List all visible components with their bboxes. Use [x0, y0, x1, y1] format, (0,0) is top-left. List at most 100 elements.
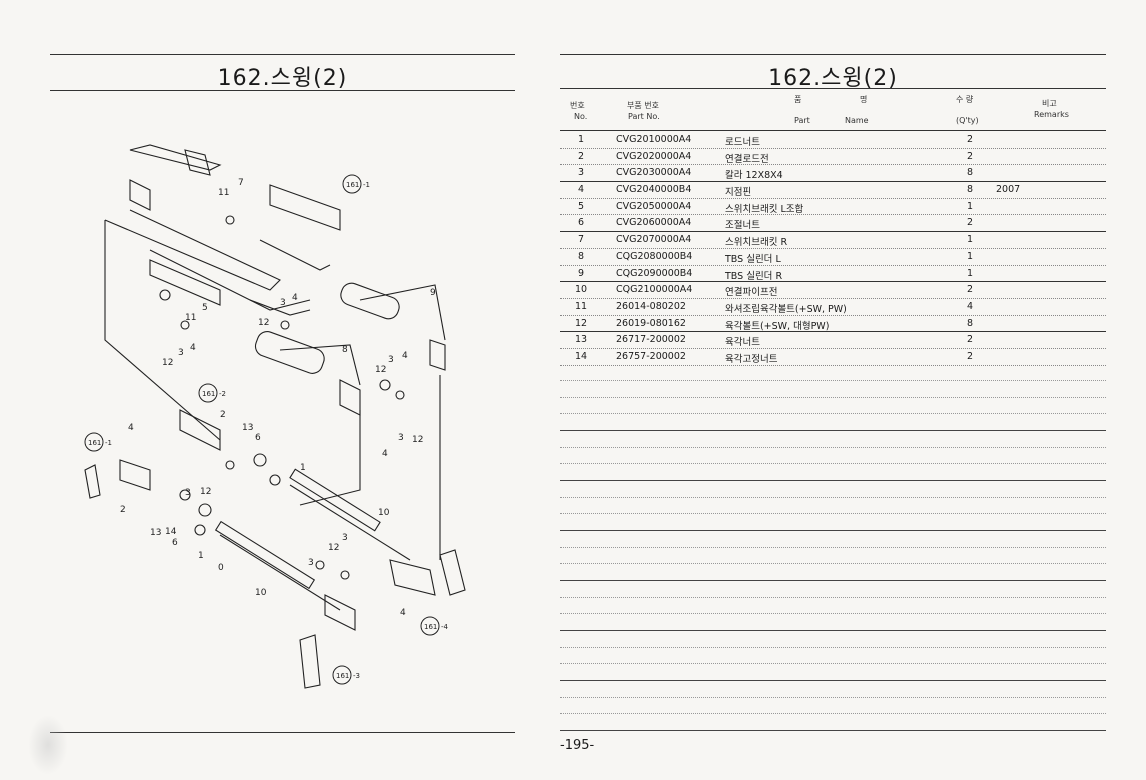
- svg-text:13: 13: [150, 528, 161, 538]
- cell-part-number: CVG2010000A4: [616, 134, 692, 145]
- cell-part-number: CQG2100000A4: [616, 284, 693, 296]
- row-divider: [560, 297, 1106, 299]
- row-divider: [560, 147, 1106, 149]
- bottom-rule: [50, 732, 515, 733]
- page-smudge: [28, 715, 68, 775]
- row-divider: [560, 164, 1106, 166]
- cell-part-name: 지점핀: [725, 187, 752, 199]
- header-name-kr-1: 품: [794, 95, 802, 104]
- svg-text:5: 5: [202, 303, 208, 313]
- svg-text:0: 0: [218, 563, 224, 573]
- cell-part-name: 와셔조립육각볼트(+SW, PW): [725, 303, 847, 315]
- svg-text:-4: -4: [441, 623, 449, 631]
- right-page: 162.스윙(2) 번호 No. 부품 번호 Part No. 품 명 Part…: [560, 0, 1146, 780]
- top-rule: [50, 54, 515, 55]
- svg-text:14: 14: [165, 527, 177, 537]
- callout-161-1-left: 161: [88, 439, 101, 447]
- callout-161-4: 161: [424, 623, 437, 631]
- cell-quantity: 8: [966, 167, 974, 179]
- cell-no: 9: [577, 267, 585, 279]
- cell-no: 7: [577, 234, 585, 246]
- cell-part-name: 육각고정너트: [725, 353, 778, 365]
- svg-text:2: 2: [220, 410, 226, 420]
- svg-text:-2: -2: [219, 390, 226, 398]
- svg-text:1: 1: [198, 551, 204, 561]
- header-partno-kr: 부품 번호: [627, 101, 659, 110]
- svg-text:12: 12: [200, 487, 211, 497]
- row-divider: [560, 181, 1106, 183]
- svg-text:12: 12: [162, 358, 173, 368]
- header-no-kr: 번호: [570, 101, 585, 110]
- cell-part-number: CQG2080000B4: [616, 250, 693, 262]
- cell-quantity: 2: [966, 134, 974, 145]
- cell-part-name: 육각너트: [725, 337, 760, 349]
- row-divider: [560, 214, 1106, 216]
- cell-part-name: 조절너트: [725, 220, 760, 232]
- cell-quantity: 2: [966, 334, 974, 346]
- cell-quantity: 8: [966, 317, 974, 329]
- cell-quantity: 4: [966, 300, 974, 312]
- row-divider: [560, 347, 1106, 349]
- cell-quantity: 1: [966, 267, 974, 279]
- svg-text:10: 10: [378, 508, 390, 518]
- callout-161-3: 161: [336, 672, 349, 680]
- row-divider: [560, 364, 1106, 366]
- cell-no: 11: [574, 300, 588, 312]
- exploded-parts-diagram: 11 7 11 5 12 3 4 9 12 3 4 8 12 3 4 12 3 …: [70, 140, 490, 700]
- cell-part-name: 연결파이프전: [725, 287, 778, 299]
- cell-quantity: 2: [966, 284, 974, 296]
- svg-text:3: 3: [280, 298, 286, 308]
- svg-text:3: 3: [398, 433, 404, 443]
- svg-text:3: 3: [308, 558, 314, 568]
- cell-part-number: 26019-080162: [616, 317, 686, 329]
- callout-161-2: 161: [202, 390, 215, 398]
- svg-text:13: 13: [242, 423, 253, 433]
- cell-part-number: CVG2060000A4: [616, 217, 692, 229]
- svg-text:4: 4: [400, 608, 406, 618]
- row-divider: [560, 247, 1106, 249]
- cell-part-number: 26757-200002: [616, 350, 686, 362]
- cell-part-number: CVG2030000A4: [616, 167, 692, 179]
- svg-text:2: 2: [120, 505, 126, 515]
- header-part-en: Part: [794, 116, 810, 125]
- row-divider: [560, 231, 1106, 233]
- cell-no: 10: [574, 284, 588, 296]
- cell-part-name: 칼라 12X8X4: [725, 170, 783, 182]
- cell-part-number: CVG2020000A4: [616, 150, 692, 162]
- cell-no: 8: [577, 250, 585, 262]
- header-qty-kr: 수 량: [956, 95, 974, 104]
- cell-no: 4: [577, 184, 585, 196]
- cell-no: 13: [574, 334, 588, 346]
- title-rule: [50, 90, 515, 91]
- svg-text:10: 10: [255, 588, 267, 598]
- cell-quantity: 8: [966, 184, 974, 196]
- svg-text:1: 1: [300, 463, 306, 473]
- svg-text:12: 12: [258, 318, 269, 328]
- cell-no: 5: [577, 200, 585, 212]
- page-title: 162.스윙(2): [768, 66, 898, 91]
- page-number: -195-: [560, 738, 595, 753]
- left-page: 162.스윙(2): [0, 0, 560, 780]
- header-name-kr-2: 명: [860, 95, 868, 104]
- svg-text:11: 11: [218, 188, 229, 198]
- svg-text:4: 4: [292, 293, 298, 303]
- header-partno-en: Part No.: [628, 112, 660, 121]
- cell-quantity: 1: [966, 250, 974, 262]
- row-divider: [560, 314, 1106, 316]
- top-rule: [560, 54, 1106, 55]
- row-divider: [560, 331, 1106, 333]
- svg-text:6: 6: [255, 433, 261, 443]
- svg-text:6: 6: [172, 538, 178, 548]
- table-row: 10 CQG2100000A4 연결파이프전 2: [560, 282, 1106, 299]
- svg-text:9: 9: [430, 288, 436, 298]
